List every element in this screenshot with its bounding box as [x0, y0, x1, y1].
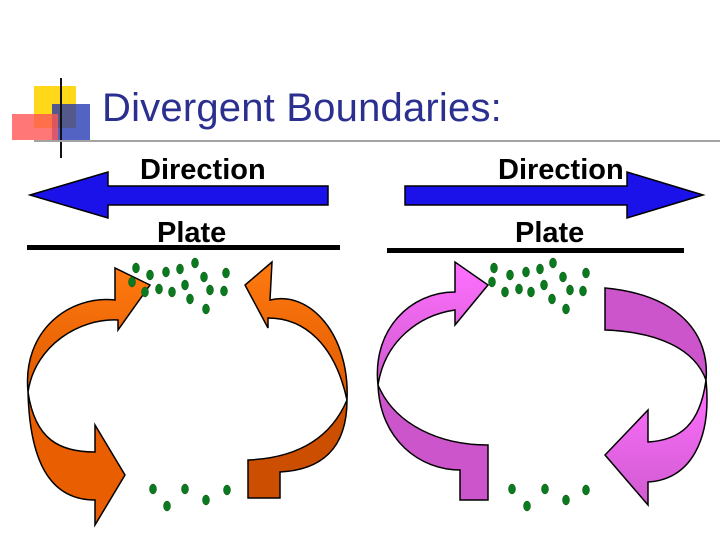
left-direction-label: Direction [140, 154, 266, 186]
right-current-arrow-lower [247, 399, 348, 499]
left-current-arrow-upper [26, 266, 152, 393]
right-direction-label: Direction [498, 154, 624, 186]
right-direction-arrow [404, 170, 706, 220]
right-plate-line [387, 248, 684, 253]
right-panel-right-current-lower [603, 379, 708, 508]
right-current-arrow-upper [244, 260, 348, 401]
right-panel-right-current-upper [604, 287, 708, 381]
right-panel-left-current-upper [376, 260, 490, 386]
left-plate-line [27, 245, 340, 250]
right-panel-left-current-lower [377, 384, 489, 501]
left-current-arrow-lower [27, 391, 126, 528]
right-magma-dots [488, 257, 590, 512]
page-title: Divergent Boundaries: [102, 86, 502, 130]
left-direction-arrow [27, 170, 329, 220]
title-divider [34, 140, 720, 142]
right-plate-label: Plate [515, 217, 584, 249]
right-panel: Direction Plate [376, 154, 708, 508]
left-panel: Direction Plate [26, 154, 348, 528]
left-magma-dots [128, 257, 231, 512]
left-plate-label: Plate [157, 217, 226, 249]
